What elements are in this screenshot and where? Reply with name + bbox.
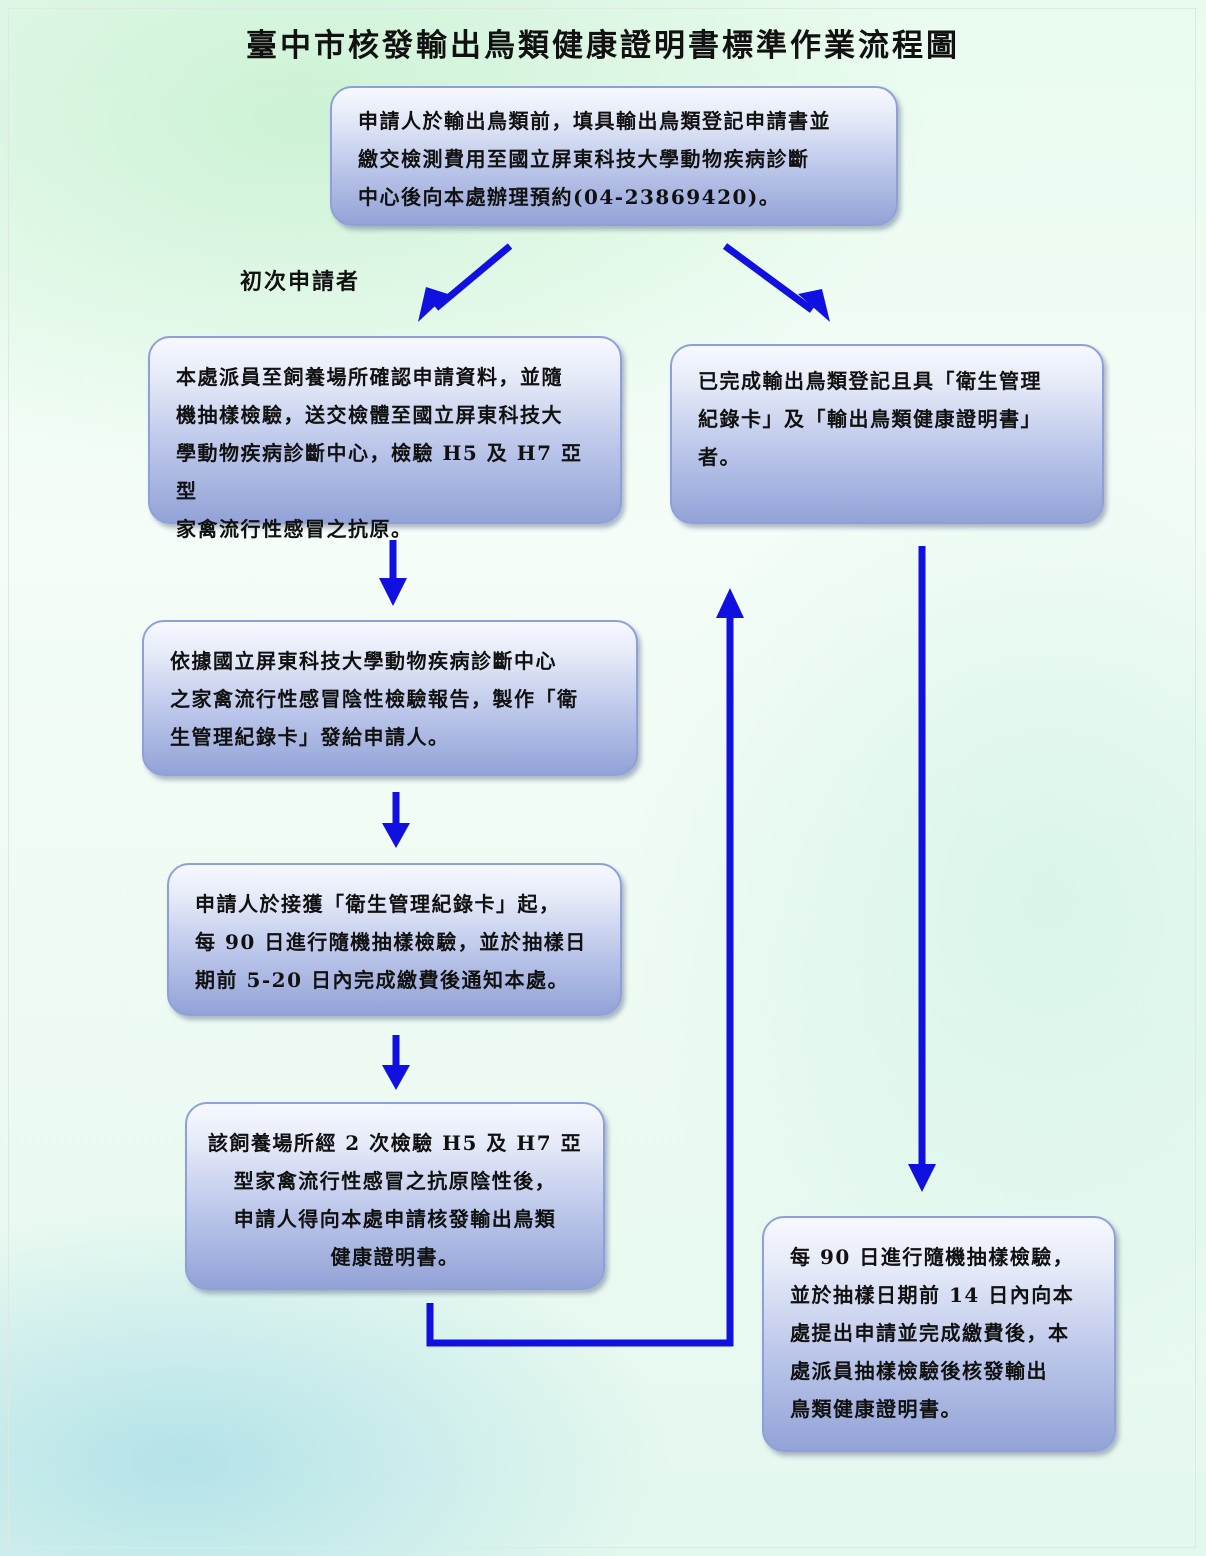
node-renewal-line-3: 處提出申請並完成繳費後，本 (790, 1321, 1070, 1345)
arrowhead-loop-up (716, 588, 744, 618)
node-apply: 申請人於輸出鳥類前，填具輸出鳥類登記申請書並 繳交檢測費用至國立屏東科技大學動物… (330, 86, 898, 226)
node-renewal-line-5: 鳥類健康證明書。 (790, 1397, 962, 1421)
node-renewal-line-1: 每 90 日進行隨機抽樣檢驗， (790, 1245, 1075, 1269)
arrow-to-sampling (433, 243, 513, 311)
node-renewal-line-4: 處派員抽樣檢驗後核發輸出 (790, 1359, 1048, 1383)
node-eligible-line-3: 申請人得向本處申請核發輸出鳥類 (233, 1207, 557, 1231)
arrow-to-registered (722, 243, 815, 313)
node-apply-line-2: 繳交檢測費用至國立屏東科技大學動物疾病診斷 (358, 147, 810, 171)
node-sampling-line-1: 本處派員至飼養場所確認申請資料，並隨 (176, 365, 563, 389)
node-apply-line-3: 中心後向本處辦理預約(04-23869420)。 (358, 185, 781, 209)
node-record-card-line-1: 依據國立屏東科技大學動物疾病診斷中心 (170, 649, 557, 673)
diagram-title: 臺中市核發輸出鳥類健康證明書標準作業流程圖 (246, 28, 960, 64)
node-registered-line-3: 者。 (698, 445, 741, 469)
page-frame (8, 8, 1196, 1548)
node-periodic-line-2: 每 90 日進行隨機抽樣檢驗，並於抽樣日 (195, 930, 587, 954)
node-periodic-line-3: 期前 5-20 日內完成繳費後通知本處。 (195, 968, 569, 992)
node-apply-line-1: 申請人於輸出鳥類前，填具輸出鳥類登記申請書並 (358, 109, 831, 133)
node-sampling-line-3: 學動物疾病診斷中心，檢驗 H5 及 H7 亞型 (176, 441, 583, 503)
arrowhead-registered (798, 289, 830, 322)
arrowhead-card (379, 578, 407, 606)
node-periodic-line-1: 申請人於接獲「衛生管理紀錄卡」起， (195, 892, 561, 916)
node-sampling-line-2: 機抽樣檢驗，送交檢體至國立屏東科技大 (176, 403, 563, 427)
node-eligible-line-1: 該飼養場所經 2 次檢驗 H5 及 H7 亞 (207, 1131, 583, 1155)
first-applicant-label: 初次申請者 (240, 269, 361, 295)
node-registered: 已完成輸出鳥類登記且具「衛生管理 紀錄卡」及「輸出鳥類健康證明書」 者。 (670, 344, 1104, 524)
arrow-eligible-loop (426, 612, 734, 1347)
node-sampling: 本處派員至飼養場所確認申請資料，並隨 機抽樣檢驗，送交檢體至國立屏東科技大 學動… (148, 336, 622, 541)
arrowhead-periodic (382, 823, 410, 848)
node-eligible-line-4: 健康證明書。 (330, 1245, 460, 1269)
node-eligible: 該飼養場所經 2 次檢驗 H5 及 H7 亞 型家禽流行性感冒之抗原陰性後， 申… (185, 1102, 605, 1290)
node-renewal: 每 90 日進行隨機抽樣檢驗， 並於抽樣日期前 14 日內向本 處提出申請並完成… (762, 1216, 1116, 1452)
node-sampling-line-4: 家禽流行性感冒之抗原。 (176, 517, 413, 541)
node-record-card: 依據國立屏東科技大學動物疾病診斷中心 之家禽流行性感冒陰性檢驗報告，製作「衛 生… (142, 620, 638, 776)
arrowhead-sampling (418, 287, 448, 322)
arrowhead-eligible (382, 1065, 410, 1090)
node-renewal-line-2: 並於抽樣日期前 14 日內向本 (790, 1283, 1075, 1307)
node-registered-line-1: 已完成輸出鳥類登記且具「衛生管理 (698, 369, 1042, 393)
arrowhead-renewal (908, 1164, 936, 1192)
node-registered-line-2: 紀錄卡」及「輸出鳥類健康證明書」 (698, 407, 1042, 431)
node-record-card-line-3: 生管理紀錄卡」發給申請人。 (170, 725, 450, 749)
node-periodic: 申請人於接獲「衛生管理紀錄卡」起， 每 90 日進行隨機抽樣檢驗，並於抽樣日 期… (167, 863, 622, 1016)
node-eligible-line-2: 型家禽流行性感冒之抗原陰性後， (233, 1169, 557, 1193)
node-record-card-line-2: 之家禽流行性感冒陰性檢驗報告，製作「衛 (170, 687, 579, 711)
